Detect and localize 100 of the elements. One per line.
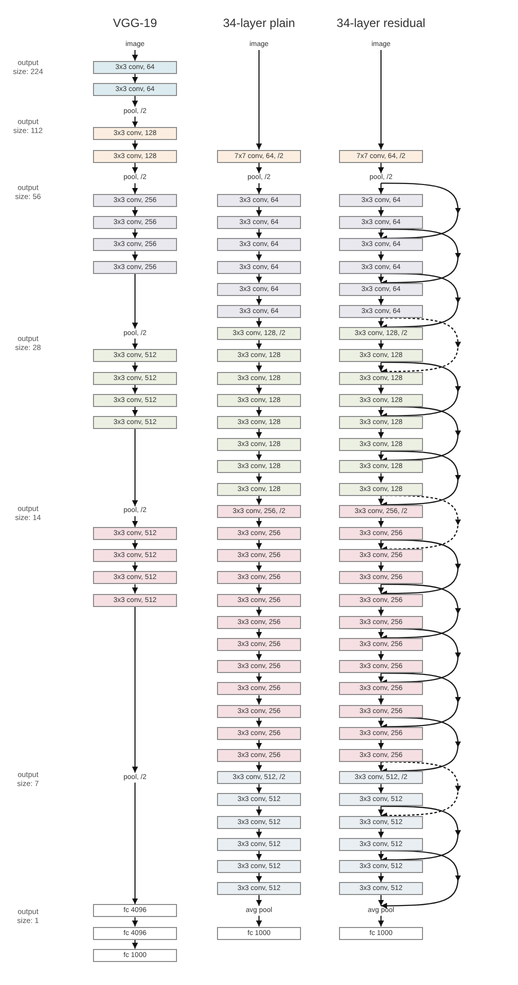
arrow: [378, 784, 384, 794]
shortcut-arrow: [381, 272, 461, 328]
arrow: [378, 695, 384, 704]
shortcut-arrow: [381, 182, 461, 239]
arrow: [378, 584, 384, 594]
arrow: [378, 606, 384, 616]
arrow: [132, 362, 138, 372]
arrow: [378, 251, 384, 260]
arrow: [378, 473, 384, 482]
arrow: [256, 895, 262, 906]
arrow: [132, 50, 138, 61]
arrow: [256, 762, 262, 772]
arrow: [132, 74, 138, 83]
arrow: [256, 872, 262, 882]
arrow: [256, 695, 262, 704]
arrow: [378, 428, 384, 438]
arrow: [256, 740, 262, 749]
arrow: [256, 428, 262, 438]
arrow: [378, 740, 384, 749]
arrow: [378, 229, 384, 238]
arrow: [132, 562, 138, 572]
arrow: [256, 916, 262, 926]
column-heading: 34-layer plain: [222, 16, 296, 30]
column-heading: VGG-19: [113, 16, 157, 30]
arrow: [378, 206, 384, 216]
arrow: [378, 296, 384, 305]
arrow: [256, 650, 262, 660]
arrow: [256, 718, 262, 727]
shortcut-arrow: [381, 317, 461, 372]
arrow: [378, 673, 384, 682]
arrow: [378, 362, 384, 372]
arrow: [378, 496, 384, 505]
arrow: [256, 251, 262, 260]
arrow: [132, 338, 138, 350]
arrow: [378, 340, 384, 350]
shortcut-arrow: [381, 228, 461, 284]
arrow: [256, 162, 262, 174]
arrow: [256, 318, 262, 328]
arrow: [378, 50, 384, 150]
shortcut-arrow: [381, 450, 461, 506]
arrow: [256, 296, 262, 305]
arrow: [256, 406, 262, 416]
arrow: [256, 50, 262, 150]
arrow: [132, 917, 138, 926]
arrow: [256, 384, 262, 394]
arrow: [256, 562, 262, 572]
arrow: [132, 251, 138, 260]
arrow: [132, 406, 138, 416]
arrow: [256, 628, 262, 638]
arrow: [378, 518, 384, 527]
arrow: [256, 673, 262, 682]
arrow: [378, 406, 384, 416]
arrow: [132, 96, 138, 107]
arrow: [378, 274, 384, 283]
arrow: [378, 540, 384, 550]
arrow: [132, 274, 138, 329]
arrow: [256, 828, 262, 838]
shortcut-arrow: [381, 362, 461, 416]
arrow: [132, 229, 138, 238]
arrow: [378, 628, 384, 638]
arrow: [378, 183, 384, 194]
arrow: [378, 562, 384, 572]
arrow: [378, 162, 384, 174]
arrow: [256, 362, 262, 372]
arrow: [132, 183, 138, 194]
arrow: [378, 872, 384, 882]
arrow: [378, 806, 384, 816]
arrow: [256, 584, 262, 594]
shortcut-arrow: [381, 494, 461, 550]
shortcut-arrow: [381, 406, 461, 461]
arrow: [378, 850, 384, 860]
arrow: [132, 428, 138, 506]
arrow: [256, 540, 262, 550]
shortcut-arrow: [381, 850, 461, 909]
arrow: [132, 140, 138, 150]
arrow: [378, 384, 384, 394]
arrow: [132, 206, 138, 216]
arrow: [256, 274, 262, 283]
arrow: [256, 806, 262, 816]
arrow: [378, 718, 384, 727]
arrow: [132, 584, 138, 594]
arrow: [132, 782, 138, 904]
arrow: [256, 606, 262, 616]
shortcut-arrow: [381, 806, 461, 860]
arrow: [378, 916, 384, 926]
shortcut-arrow: [381, 584, 461, 638]
shortcut-arrow: [381, 716, 461, 772]
arrow: [132, 116, 138, 128]
arrow: [378, 451, 384, 460]
arrow: [132, 540, 138, 550]
arrow: [256, 518, 262, 527]
arrow: [256, 451, 262, 460]
arrow: [378, 762, 384, 772]
arrow: [256, 229, 262, 238]
shortcut-arrow: [381, 628, 461, 683]
arrow: [256, 206, 262, 216]
column-heading: 34-layer residual: [336, 16, 426, 30]
arrow: [256, 340, 262, 350]
arrow: [132, 384, 138, 394]
shortcut-arrow: [381, 761, 461, 816]
